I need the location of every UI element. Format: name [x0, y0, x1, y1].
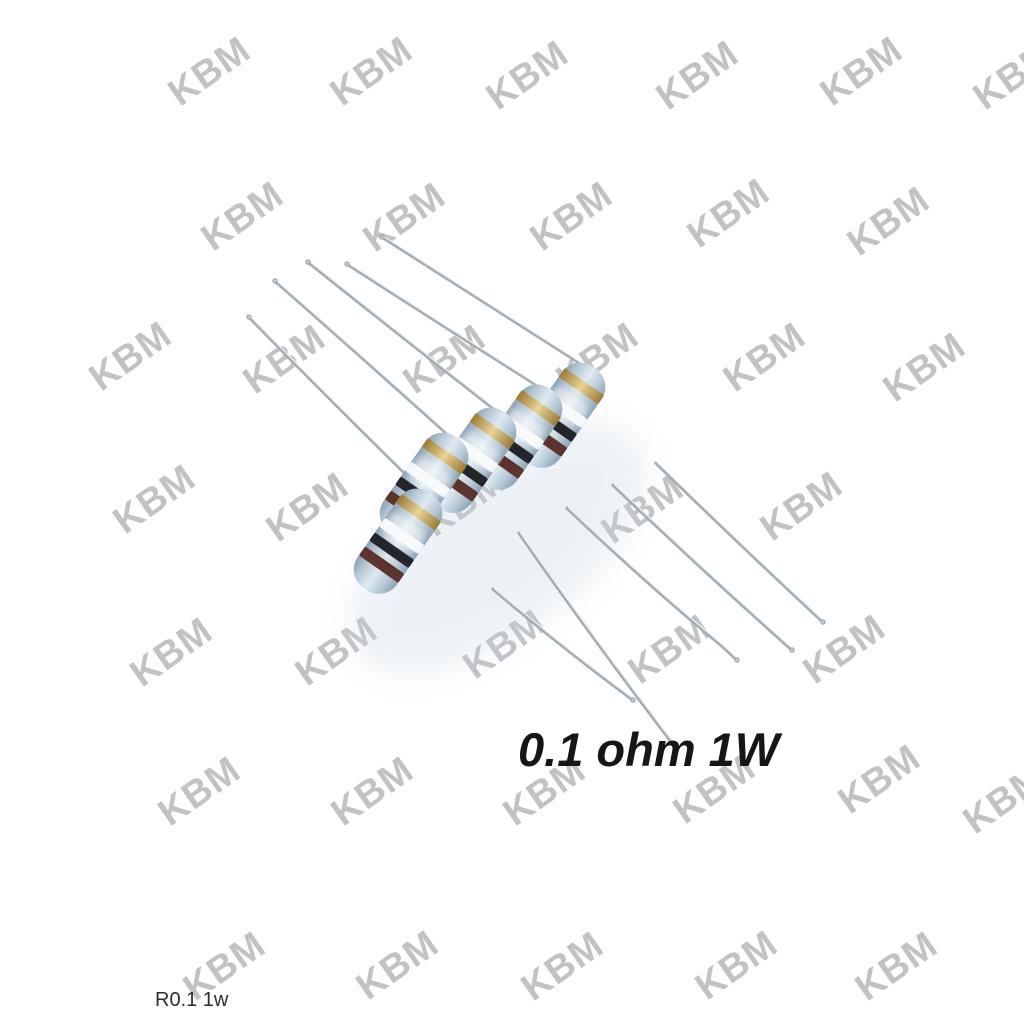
resistor-1-lead-top-highlight	[249, 315, 431, 497]
body-sheen	[382, 513, 426, 552]
wire-tip	[272, 278, 278, 284]
black-band	[369, 533, 414, 568]
body-sheen	[408, 457, 452, 496]
resistor-3-lead-bottom-highlight	[567, 506, 739, 660]
resistor-1-lead-bottom	[491, 587, 635, 702]
resistor-5-lead-bottom-highlight	[656, 461, 825, 622]
resistor-2-lead-bottom	[517, 531, 678, 750]
resistor-5-lead-bottom	[654, 461, 825, 624]
brown-band	[359, 547, 404, 583]
gold-band	[470, 413, 515, 449]
leads-layer	[246, 234, 826, 751]
wire-tip	[344, 261, 350, 267]
bodies-layer	[353, 362, 606, 594]
wire-tip	[379, 234, 385, 240]
wire-tip	[789, 647, 795, 653]
resistor-4-lead-bottom-highlight	[613, 483, 794, 650]
wire-tip	[673, 745, 679, 751]
wire-tip	[305, 259, 311, 265]
resistor-4-lead-bottom	[611, 483, 794, 652]
wire-tip	[820, 619, 826, 625]
resistor-1-lead-bottom-highlight	[493, 587, 635, 700]
resistor-4-lead-top	[345, 262, 551, 395]
product-caption: R0.1 1w	[155, 989, 229, 1011]
resistor-2-lead-top-highlight	[275, 279, 457, 441]
product-label: 0.1 ohm 1W	[518, 723, 780, 776]
gold-band	[396, 494, 441, 530]
gold-band	[516, 390, 561, 426]
resistor-4-lead-top-highlight	[347, 262, 551, 393]
resistor-3-lead-top-highlight	[308, 260, 505, 416]
resistor-2-lead-bottom-highlight	[519, 531, 678, 748]
resistor-1-lead-top	[247, 315, 431, 499]
wire-tip	[246, 314, 252, 320]
gold-band	[559, 368, 604, 404]
resistor-5-lead-top-highlight	[382, 235, 594, 371]
gold-band	[422, 438, 467, 474]
wire-tip	[734, 657, 740, 663]
body-sheen	[456, 432, 500, 471]
resistor-2-lead-top	[273, 279, 457, 443]
resistor-3-lead-top	[306, 260, 505, 418]
body-sheen	[502, 409, 546, 448]
wire-tip	[630, 697, 636, 703]
resistor-5-lead-top	[380, 235, 594, 373]
resistor-1-body	[353, 488, 443, 594]
resistor-3-lead-bottom	[565, 506, 739, 662]
soft-shadow	[349, 422, 647, 674]
